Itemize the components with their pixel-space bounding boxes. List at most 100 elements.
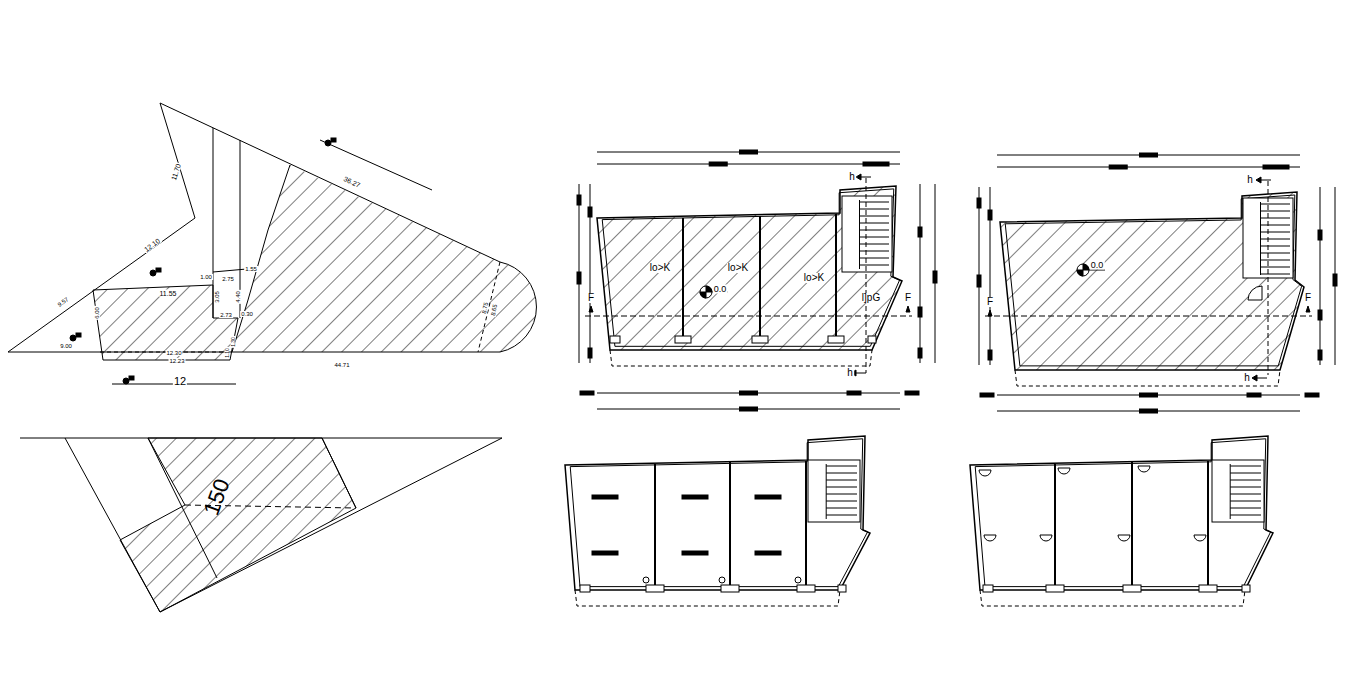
stair-tread: [1261, 267, 1291, 268]
linework: [8, 103, 1337, 612]
door-swing: [1248, 286, 1262, 300]
hatched-area: [232, 165, 500, 352]
site-boundary: [8, 352, 500, 353]
stair-tread: [860, 230, 890, 231]
stair-tread: [1230, 480, 1261, 481]
light-fixture: [682, 551, 708, 555]
dimension-label: 12.10: [142, 236, 162, 253]
dimension-label: l]pG: [861, 293, 881, 303]
stair-tread: [860, 258, 890, 259]
dimension-bar: [1247, 393, 1261, 397]
dimension-bar: [847, 391, 861, 395]
plot-boundary: [65, 438, 502, 612]
level-marker: [1077, 270, 1083, 276]
stair-tread: [826, 480, 857, 481]
column: [868, 336, 876, 343]
partition-wall: [805, 461, 807, 585]
partition-wall: [654, 464, 656, 585]
partition-wall: [1131, 462, 1133, 585]
dimension-bar: [988, 210, 992, 220]
dimension-label: 3.05: [214, 290, 220, 304]
section-line: [866, 178, 867, 373]
dimension-label: h: [846, 368, 854, 378]
dimension-line: [1320, 187, 1321, 365]
partition-wall: [1054, 464, 1056, 585]
level-symbol: [76, 333, 81, 337]
dimension-bar: [1140, 153, 1158, 157]
stair-tread: [826, 515, 857, 516]
section-arrow: [1252, 375, 1257, 381]
dimension-label: 0.0: [1090, 261, 1105, 270]
hatched-area: [93, 285, 238, 360]
section-arrow: [1256, 177, 1261, 183]
dimension-bar: [988, 350, 992, 360]
dimension-label: 1.10: [225, 347, 230, 359]
floor-plan-wall: [570, 439, 867, 587]
dimension-bar: [905, 391, 919, 395]
dimension-label: F: [1304, 293, 1312, 303]
dimension-label: 1.55: [244, 266, 258, 272]
dimension-label: 12.23: [168, 358, 185, 364]
section-arrow: [861, 177, 871, 178]
floor-plan-wall: [1005, 195, 1301, 366]
stair: [808, 460, 860, 522]
partition-wall: [759, 216, 761, 336]
dimension-bar: [740, 391, 758, 395]
outline: [322, 438, 356, 508]
projection-line: [575, 590, 840, 606]
dimension-line: [997, 167, 1300, 168]
stair-tread: [860, 209, 890, 210]
section-arrow: [1257, 378, 1267, 379]
partition-wall: [835, 214, 837, 336]
stair-tread: [1261, 239, 1291, 240]
dimension-label: h: [848, 172, 856, 182]
column: [610, 336, 620, 343]
socket-symbol: [1194, 535, 1206, 536]
dimension-label: 0.30: [240, 311, 254, 317]
dimension-bar: [577, 272, 581, 284]
stair: [1230, 464, 1231, 519]
level-symbol: [70, 335, 76, 341]
dimension-bar: [980, 393, 994, 397]
stair-tread: [1230, 515, 1261, 516]
dimension-label: 1.30: [231, 336, 236, 348]
column: [646, 585, 664, 592]
floor-plan-wall: [597, 186, 902, 350]
socket-symbol: [1040, 535, 1052, 541]
dimension-bar: [1318, 310, 1322, 320]
level-symbol: [123, 378, 129, 384]
stair-tread: [1230, 508, 1261, 509]
light-fixture: [682, 495, 708, 499]
dimension-label: 12.30: [165, 350, 182, 356]
stair-tread: [1261, 204, 1291, 205]
hatched-area: [500, 262, 536, 352]
section-arrow: [1261, 180, 1271, 181]
dimension-label: h: [1246, 175, 1254, 185]
stair-tread: [1261, 246, 1291, 247]
dimension-bar: [918, 227, 922, 237]
level-leader: [1089, 270, 1105, 271]
stair-tread: [1230, 487, 1261, 488]
level-symbol: [331, 138, 336, 142]
socket-symbol: [1118, 535, 1130, 541]
level-marker: [700, 286, 712, 298]
dimension-label: h: [1243, 373, 1251, 383]
socket-symbol: [1058, 468, 1070, 474]
dimension-bar: [918, 348, 922, 358]
dimension-label: 12: [173, 376, 187, 387]
stair-tread: [1261, 260, 1291, 261]
stair-tread: [826, 508, 857, 509]
dimension-label: 1.00: [199, 274, 213, 280]
floor-plan-wall: [1000, 192, 1304, 370]
dimension-line: [920, 184, 921, 363]
socket-symbol: [1040, 535, 1052, 536]
switch-symbol: [719, 577, 725, 583]
dimension-bar: [977, 198, 981, 208]
stair: [842, 196, 892, 272]
dimension-bar: [1318, 230, 1322, 240]
dimension-bar: [933, 271, 937, 283]
dimension-label: 2.73: [219, 312, 233, 318]
stair-tread: [826, 466, 857, 467]
dimension-label: F: [986, 297, 994, 307]
